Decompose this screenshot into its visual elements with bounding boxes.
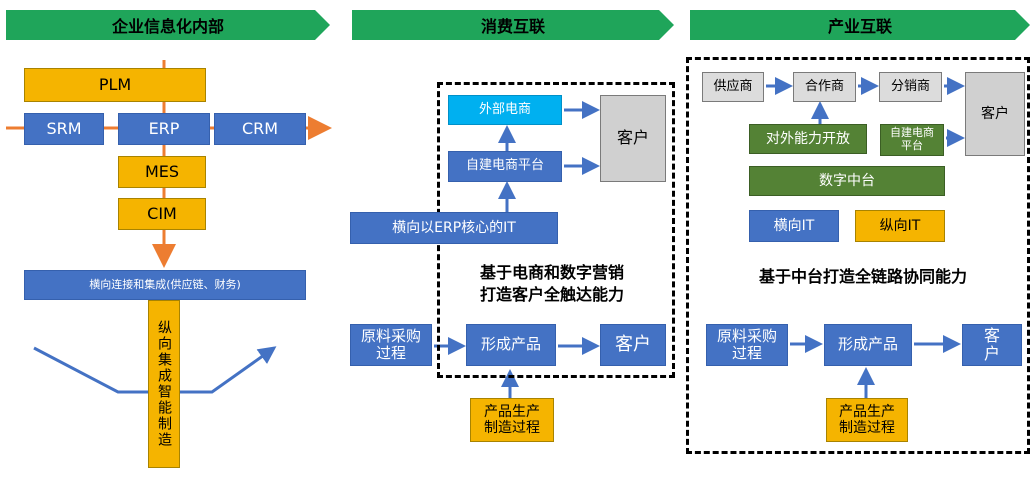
- industrial-dashed-frame: [686, 57, 1030, 454]
- industrial-caption: 基于中台打造全链路协同能力: [758, 267, 967, 286]
- vertical-it-box: 纵向IT: [855, 210, 945, 242]
- distributor-box: 分销商: [879, 72, 942, 102]
- industrial-customer-top-box: 客户: [965, 72, 1025, 156]
- self-ecommerce-box: 自建电商平台: [448, 151, 562, 182]
- horizontal-it-box: 横向IT: [749, 210, 839, 242]
- crm-box: CRM: [214, 113, 306, 145]
- srm-box: SRM: [24, 113, 104, 145]
- customer-bottom-box: 客户: [600, 324, 666, 366]
- form-product-box: 形成产品: [466, 324, 556, 366]
- erp-box: ERP: [118, 113, 210, 145]
- consumer-caption: 基于电商和数字营销 打造客户全触达能力: [452, 262, 652, 305]
- mes-box: MES: [118, 156, 206, 188]
- industrial-self-ecommerce-box: 自建电商平台: [880, 124, 944, 156]
- header-enterprise: 企业信息化内部: [6, 10, 330, 40]
- cim-box: CIM: [118, 198, 206, 230]
- industrial-production-box: 产品生产制造过程: [826, 398, 908, 442]
- header-consumer: 消费互联: [352, 10, 674, 40]
- plm-box: PLM: [24, 68, 206, 102]
- digital-platform-box: 数字中台: [749, 166, 945, 196]
- industrial-customer-bottom-box: 客户: [962, 324, 1022, 366]
- supplier-box: 供应商: [702, 72, 764, 102]
- partner-box: 合作商: [793, 72, 856, 102]
- horizontal-integration-bar: 横向连接和集成(供应链、财务): [24, 270, 306, 300]
- raw-purchase-box: 原料采购过程: [350, 324, 432, 366]
- header-industrial: 产业互联: [690, 10, 1030, 40]
- erp-it-box: 横向以ERP核心的IT: [350, 212, 558, 244]
- production-box: 产品生产制造过程: [470, 398, 554, 442]
- industrial-form-product-box: 形成产品: [824, 324, 912, 366]
- consumer-caption-line2: 打造客户全触达能力: [479, 284, 624, 304]
- external-ecommerce-box: 外部电商: [448, 95, 562, 125]
- consumer-caption-line1: 基于电商和数字营销: [479, 263, 624, 282]
- customer-top-box: 客户: [600, 95, 666, 182]
- industrial-raw-purchase-box: 原料采购过程: [706, 324, 788, 366]
- vertical-integration-bar: 纵向集成智能制造: [148, 300, 180, 468]
- open-capability-box: 对外能力开放: [749, 124, 867, 154]
